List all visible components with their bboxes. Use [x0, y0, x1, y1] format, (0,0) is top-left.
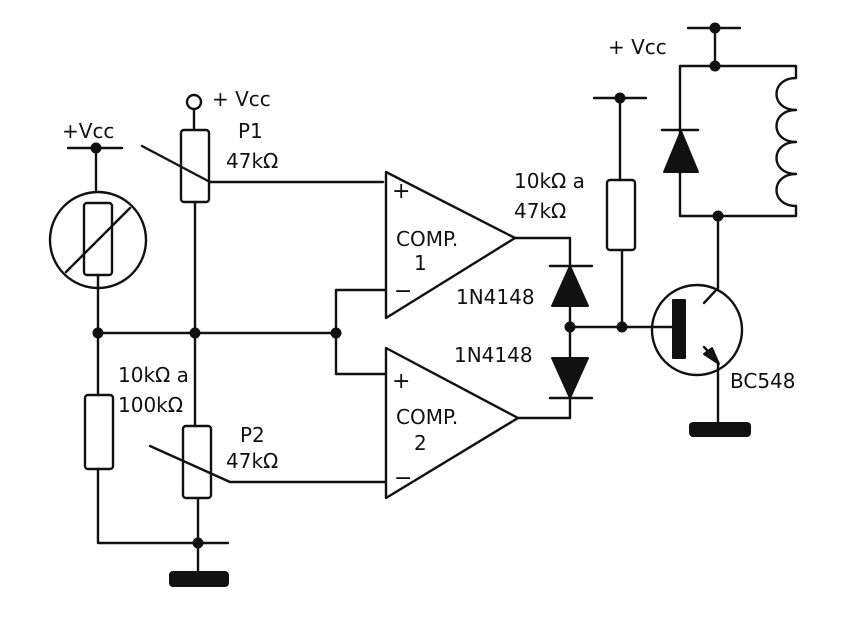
vcc-rail-relay [686, 26, 742, 68]
label-p1-name: P1 [238, 119, 263, 143]
diode-1-body [551, 265, 589, 307]
label-comp1-line1: COMP. [396, 227, 458, 251]
transistor-symbol [650, 214, 744, 427]
ground-right [689, 422, 751, 437]
label-transistor: BC548 [730, 369, 796, 393]
junction-dot [709, 60, 721, 72]
junction-dot [90, 142, 102, 154]
label-vcc-thermistor: +Vcc [62, 119, 114, 143]
ground-left [169, 571, 229, 587]
label-diode-1: 1N4148 [456, 285, 535, 309]
relay-coil [775, 76, 798, 208]
label-comp1-line2: 1 [414, 251, 427, 275]
transistor-emitter-arrow [703, 347, 720, 365]
label-left-resistor-2: 100kΩ [118, 393, 183, 417]
junction-dot [616, 321, 628, 333]
junction-dot [330, 327, 342, 339]
comp2-plus-sign: + [392, 369, 410, 394]
junction-dot [564, 321, 576, 333]
label-vcc-relay: + Vcc [608, 35, 667, 59]
flyback-diode-body [663, 130, 699, 173]
vcc-rail-base-resistor [592, 96, 648, 182]
wire-left-ground [96, 467, 230, 545]
label-base-resistor-2: 47kΩ [514, 199, 566, 223]
label-diode-2: 1N4148 [454, 343, 533, 367]
label-base-resistor-1: 10kΩ a [514, 169, 585, 193]
diode-2-body [551, 357, 589, 399]
wire-relay-bottom [678, 204, 798, 218]
label-p2-name: P2 [240, 423, 265, 447]
label-p1-value: 47kΩ [226, 149, 278, 173]
junction-dot [192, 537, 204, 549]
transistor-base-bar [672, 299, 686, 359]
vcc-rail-thermistor [66, 146, 124, 192]
comp1-plus-sign: + [392, 179, 410, 204]
comparator-1 [384, 170, 517, 320]
junction-dot [712, 210, 724, 222]
vcc-terminal-p1 [185, 93, 203, 132]
wire-comp1-out [513, 236, 572, 268]
thermistor-symbol [48, 190, 148, 291]
junction-dot [614, 92, 626, 104]
junction-dot [709, 22, 721, 34]
wire-comp2-out [516, 396, 572, 420]
label-comp2-line2: 2 [414, 431, 427, 455]
resistor-left [83, 393, 115, 471]
comp2-minus-sign: − [394, 466, 412, 491]
wire-comparator-inputs [334, 288, 388, 376]
label-comp2-line1: COMP. [396, 405, 458, 429]
label-vcc-p1: + Vcc [212, 87, 271, 111]
resistor-base [605, 178, 637, 252]
label-p2-value: 47kΩ [226, 449, 278, 473]
junction-dot [189, 327, 201, 339]
comparator-2 [384, 346, 520, 500]
label-left-resistor-1: 10kΩ a [118, 363, 189, 387]
junction-dot [92, 327, 104, 339]
comp1-minus-sign: − [394, 279, 412, 304]
